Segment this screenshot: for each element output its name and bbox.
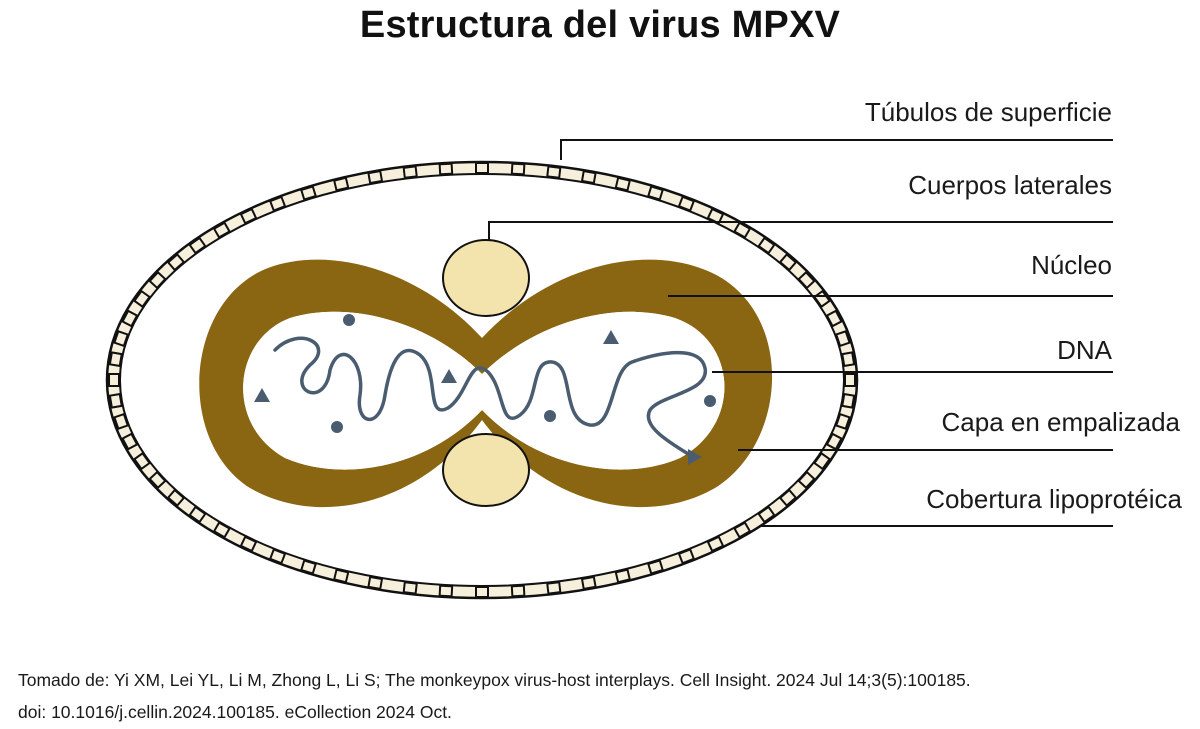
surface-tubule [580, 575, 597, 591]
label-cobertura: Cobertura lipoprotéica [926, 484, 1182, 514]
leader-line-cuerpos [488, 221, 1113, 240]
leader-lines [488, 139, 1113, 527]
surface-tubule [438, 584, 454, 598]
surface-tubule [121, 432, 139, 451]
surface-tubule [300, 559, 317, 575]
surface-tubule [188, 505, 207, 524]
particle-triangle [441, 369, 457, 383]
surface-tubule [614, 568, 631, 584]
surface-tubule [778, 253, 798, 272]
surface-tubule [614, 176, 631, 192]
surface-tubule [546, 581, 562, 595]
surface-tubule [475, 162, 489, 174]
surface-tubule [367, 575, 384, 591]
surface-tubule [813, 451, 831, 471]
surface-tubule [212, 521, 231, 539]
diagram-title: Estructura del virus MPXV [359, 4, 841, 46]
surface-tubule [333, 568, 350, 584]
surface-tubule [108, 351, 123, 368]
surface-tubule [844, 373, 856, 387]
surface-tubule [797, 470, 816, 490]
surface-tubule [121, 309, 139, 328]
surface-tubule [108, 392, 123, 409]
surface-tubule [825, 309, 843, 328]
surface-tubule [834, 412, 851, 430]
surface-tubule [757, 236, 776, 255]
surface-tubule [133, 289, 151, 309]
surface-tubule [757, 505, 776, 524]
surface-tubule [546, 165, 562, 179]
surface-tubule [212, 221, 231, 239]
dna-particles [254, 314, 716, 465]
particle-dot [544, 410, 556, 422]
surface-tubule [438, 162, 454, 176]
label-capa: Capa en empalizada [942, 407, 1181, 437]
surface-tubule [677, 195, 696, 212]
surface-tubule [510, 162, 526, 176]
structure-labels: Túbulos de superficie Cuerpos laterales … [865, 97, 1183, 514]
surface-tubule [133, 451, 151, 471]
surface-tubule [113, 330, 130, 348]
core-lumen [243, 311, 725, 470]
surface-tubule [148, 470, 167, 490]
surface-tubule [333, 176, 350, 192]
surface-tubule [841, 392, 856, 409]
dna-strand [273, 336, 707, 457]
surface-tubule [239, 207, 258, 225]
surface-tubule [677, 548, 696, 565]
particle-dot [704, 395, 716, 407]
citation-line-1: Tomado de: Yi XM, Lei YL, Li M, Zhong L,… [18, 670, 971, 690]
virion [105, 160, 859, 600]
surface-tubule [580, 169, 597, 185]
surface-tubule [300, 185, 317, 201]
surface-tubule [797, 270, 816, 290]
label-tubulos: Túbulos de superficie [865, 97, 1112, 127]
surface-tubule [239, 535, 258, 553]
surface-tubule [475, 586, 489, 598]
leader-line-tubulos [560, 139, 1113, 160]
source-citation: Tomado de: Yi XM, Lei YL, Li M, Zhong L,… [18, 664, 1188, 728]
surface-tubule [166, 488, 186, 507]
surface-tubule [841, 351, 856, 368]
particle-triangle [254, 388, 270, 402]
surface-tubules [108, 162, 856, 598]
surface-tubule [825, 432, 843, 451]
surface-tubule [733, 521, 752, 539]
surface-tubule [402, 581, 418, 595]
lateral-body-top [442, 239, 530, 317]
surface-tubule [402, 165, 418, 179]
surface-tubule [188, 236, 207, 255]
label-cuerpos: Cuerpos laterales [908, 170, 1112, 200]
surface-tubule [148, 270, 167, 290]
particle-dot [343, 314, 355, 326]
surface-tubule [647, 185, 664, 201]
surface-tubule [510, 584, 526, 598]
surface-tubule [113, 412, 130, 430]
surface-tubule [834, 330, 851, 348]
surface-tubule [778, 488, 798, 507]
citation-line-2: doi: 10.1016/j.cellin.2024.100185. eColl… [18, 702, 452, 722]
surface-tubule [268, 195, 287, 212]
particle-triangle [688, 449, 702, 465]
particle-triangle [603, 330, 619, 344]
surface-tubule [706, 207, 725, 225]
surface-tubule [647, 559, 664, 575]
particle-dot [331, 421, 343, 433]
surface-tubule [706, 535, 725, 553]
surface-tubule [108, 373, 120, 387]
surface-tubule [367, 169, 384, 185]
label-dna: DNA [1057, 335, 1113, 365]
label-nucleo: Núcleo [1031, 250, 1112, 280]
surface-tubule [268, 548, 287, 565]
surface-tubule [733, 221, 752, 239]
surface-tubule [166, 253, 186, 272]
palisade-layer [199, 259, 773, 508]
lateral-body-bottom [442, 433, 530, 507]
